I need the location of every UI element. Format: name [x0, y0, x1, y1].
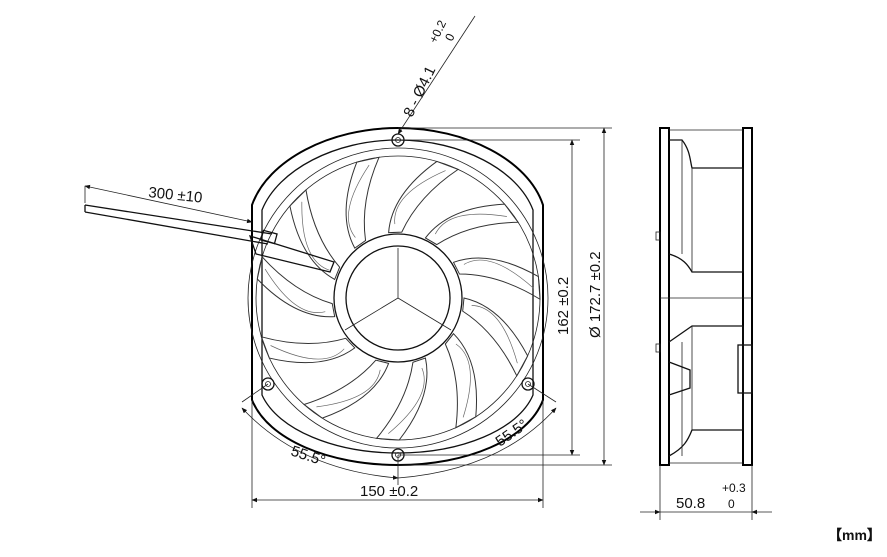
depth-tol-lower: 0 — [728, 497, 735, 511]
fan-blade — [375, 357, 428, 441]
fan-blade — [302, 359, 390, 419]
cable-bundle — [84, 204, 273, 245]
svg-text:8 - Ø4.1: 8 - Ø4.1 — [400, 64, 439, 120]
width-label: 150 ±0.2 — [360, 483, 418, 500]
fan-blade — [424, 203, 520, 246]
height-dimension: 162 ±0.2 — [398, 139, 580, 456]
fan-blade-edge — [264, 268, 326, 313]
fan-blade-edge — [348, 164, 370, 238]
depth-tol-upper: +0.3 — [722, 481, 746, 495]
fan-blade-edge — [301, 201, 330, 271]
diameter-label: Ø 172.7 ±0.2 — [587, 251, 604, 338]
unit-label: 【mm】 — [828, 527, 881, 543]
depth-dimension: 50.8 +0.3 0 — [640, 465, 772, 520]
depth-value: 50.8 — [676, 495, 705, 512]
frame-inner-rim — [261, 139, 534, 454]
cable-length-dimension: 300 ±10 — [84, 184, 253, 224]
fan-blade — [345, 156, 380, 249]
frame-outline — [251, 126, 544, 467]
fan-blade-edge — [455, 343, 471, 418]
fan-blade-edge — [471, 305, 518, 364]
front-view — [84, 126, 549, 467]
fan-blade-edge — [434, 213, 507, 235]
diameter-dimension: Ø 172.7 ±0.2 — [398, 127, 612, 466]
fan-blade-edge — [316, 369, 381, 408]
fan-blade — [289, 188, 341, 281]
hole-tol-lower: 0 — [442, 31, 458, 43]
fan-blade — [444, 332, 477, 429]
fan-blade — [256, 255, 336, 318]
fan-blade — [462, 297, 529, 377]
hub-center-mark — [344, 248, 452, 331]
cable-strut — [248, 235, 335, 273]
hole-spec-callout: 8 - Ø4.1 +0.2 0 — [397, 15, 476, 135]
fan-blade-edge — [270, 345, 345, 360]
fan-blade — [452, 257, 541, 301]
fan-blade-edge — [388, 367, 425, 434]
fan-blades — [256, 156, 541, 441]
hub-outer — [333, 233, 463, 363]
hub-inner — [345, 245, 451, 351]
cable-clip — [260, 229, 278, 245]
side-view — [655, 127, 753, 466]
angle-left-label: 55.5° — [289, 443, 328, 470]
height-label: 162 ±0.2 — [555, 277, 572, 335]
fan-blade-edge — [463, 259, 534, 289]
fan-blade — [388, 160, 460, 234]
hole-tol-upper: +0.2 — [426, 18, 449, 46]
fan-blade — [260, 336, 356, 364]
fan-blade-edge — [394, 170, 446, 225]
cable-length-label: 300 ±10 — [148, 184, 204, 207]
